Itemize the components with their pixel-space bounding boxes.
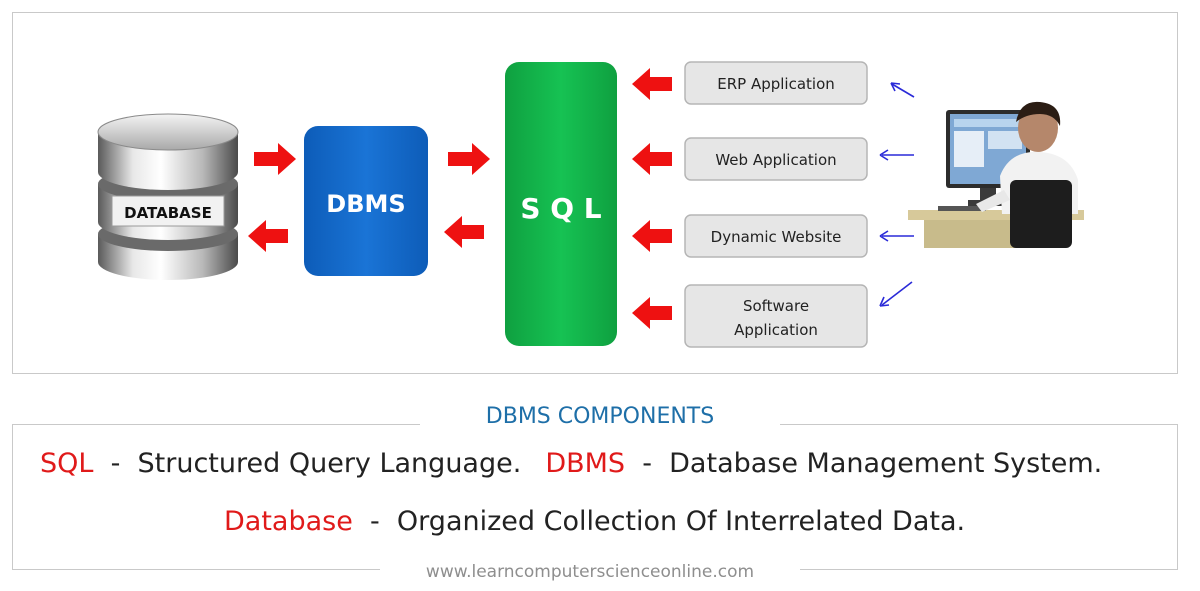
database-icon: DATABASE <box>97 113 239 280</box>
user-arrow-software-head <box>879 296 890 307</box>
separator-sql: - <box>93 448 138 479</box>
arrow-erp-to-sql <box>632 68 672 100</box>
separator-dbms: - <box>625 448 670 479</box>
arrow-db-to-dbms <box>254 143 296 175</box>
app-label-erp: ERP Application <box>717 75 835 93</box>
arrow-software-to-sql <box>632 297 672 329</box>
separator-database: - <box>352 506 397 537</box>
term-database: Database <box>224 506 353 537</box>
app-label-dynamic: Dynamic Website <box>711 228 842 246</box>
app-box-software: Software Application <box>684 284 868 348</box>
definition-database: Organized Collection Of Interrelated Dat… <box>396 506 966 537</box>
user-arrow-web-head <box>879 149 889 161</box>
diagram-frame <box>12 12 1178 374</box>
definition-line-1: SQL - Structured Query Language. DBMS - D… <box>40 448 1102 479</box>
app-box-web: Web Application <box>684 137 868 181</box>
user-arrow-erp <box>891 83 915 98</box>
components-title: DBMS COMPONENTS <box>420 398 780 438</box>
website-url: www.learncomputerscienceonline.com <box>380 560 800 584</box>
arrow-dbms-to-sql <box>448 143 490 175</box>
app-box-erp: ERP Application <box>684 61 868 105</box>
definition-line-2: Database - Organized Collection Of Inter… <box>224 506 965 537</box>
sql-label: S Q L <box>520 192 601 225</box>
definition-dbms: Database Management System. <box>669 448 1103 479</box>
user-arrow-erp-head <box>890 82 901 92</box>
app-box-dynamic: Dynamic Website <box>684 214 868 258</box>
arrow-web-to-sql <box>632 143 672 175</box>
arrow-dbms-to-db <box>248 220 288 252</box>
arrow-sql-to-dbms <box>444 216 484 248</box>
sql-box: S Q L <box>505 62 617 346</box>
dbms-box: DBMS <box>304 126 428 276</box>
database-label: DATABASE <box>124 204 212 222</box>
dbms-diagram: DATABASE DBMS S Q L ERP Application Web … <box>97 61 1084 348</box>
term-dbms: DBMS <box>545 448 626 479</box>
user-computer-icon <box>908 101 1084 248</box>
app-label-web: Web Application <box>715 151 836 169</box>
user-arrows <box>879 82 915 307</box>
user-arrow-software <box>881 281 913 306</box>
term-sql: SQL <box>40 448 94 479</box>
components-frame <box>12 424 1178 570</box>
app-label-software-2: Application <box>734 321 818 339</box>
dbms-label: DBMS <box>326 190 405 218</box>
arrow-dynamic-to-sql <box>632 220 672 252</box>
app-label-software-1: Software <box>743 297 809 315</box>
definition-sql: Structured Query Language. <box>137 448 522 479</box>
user-arrow-dynamic-head <box>879 230 889 242</box>
